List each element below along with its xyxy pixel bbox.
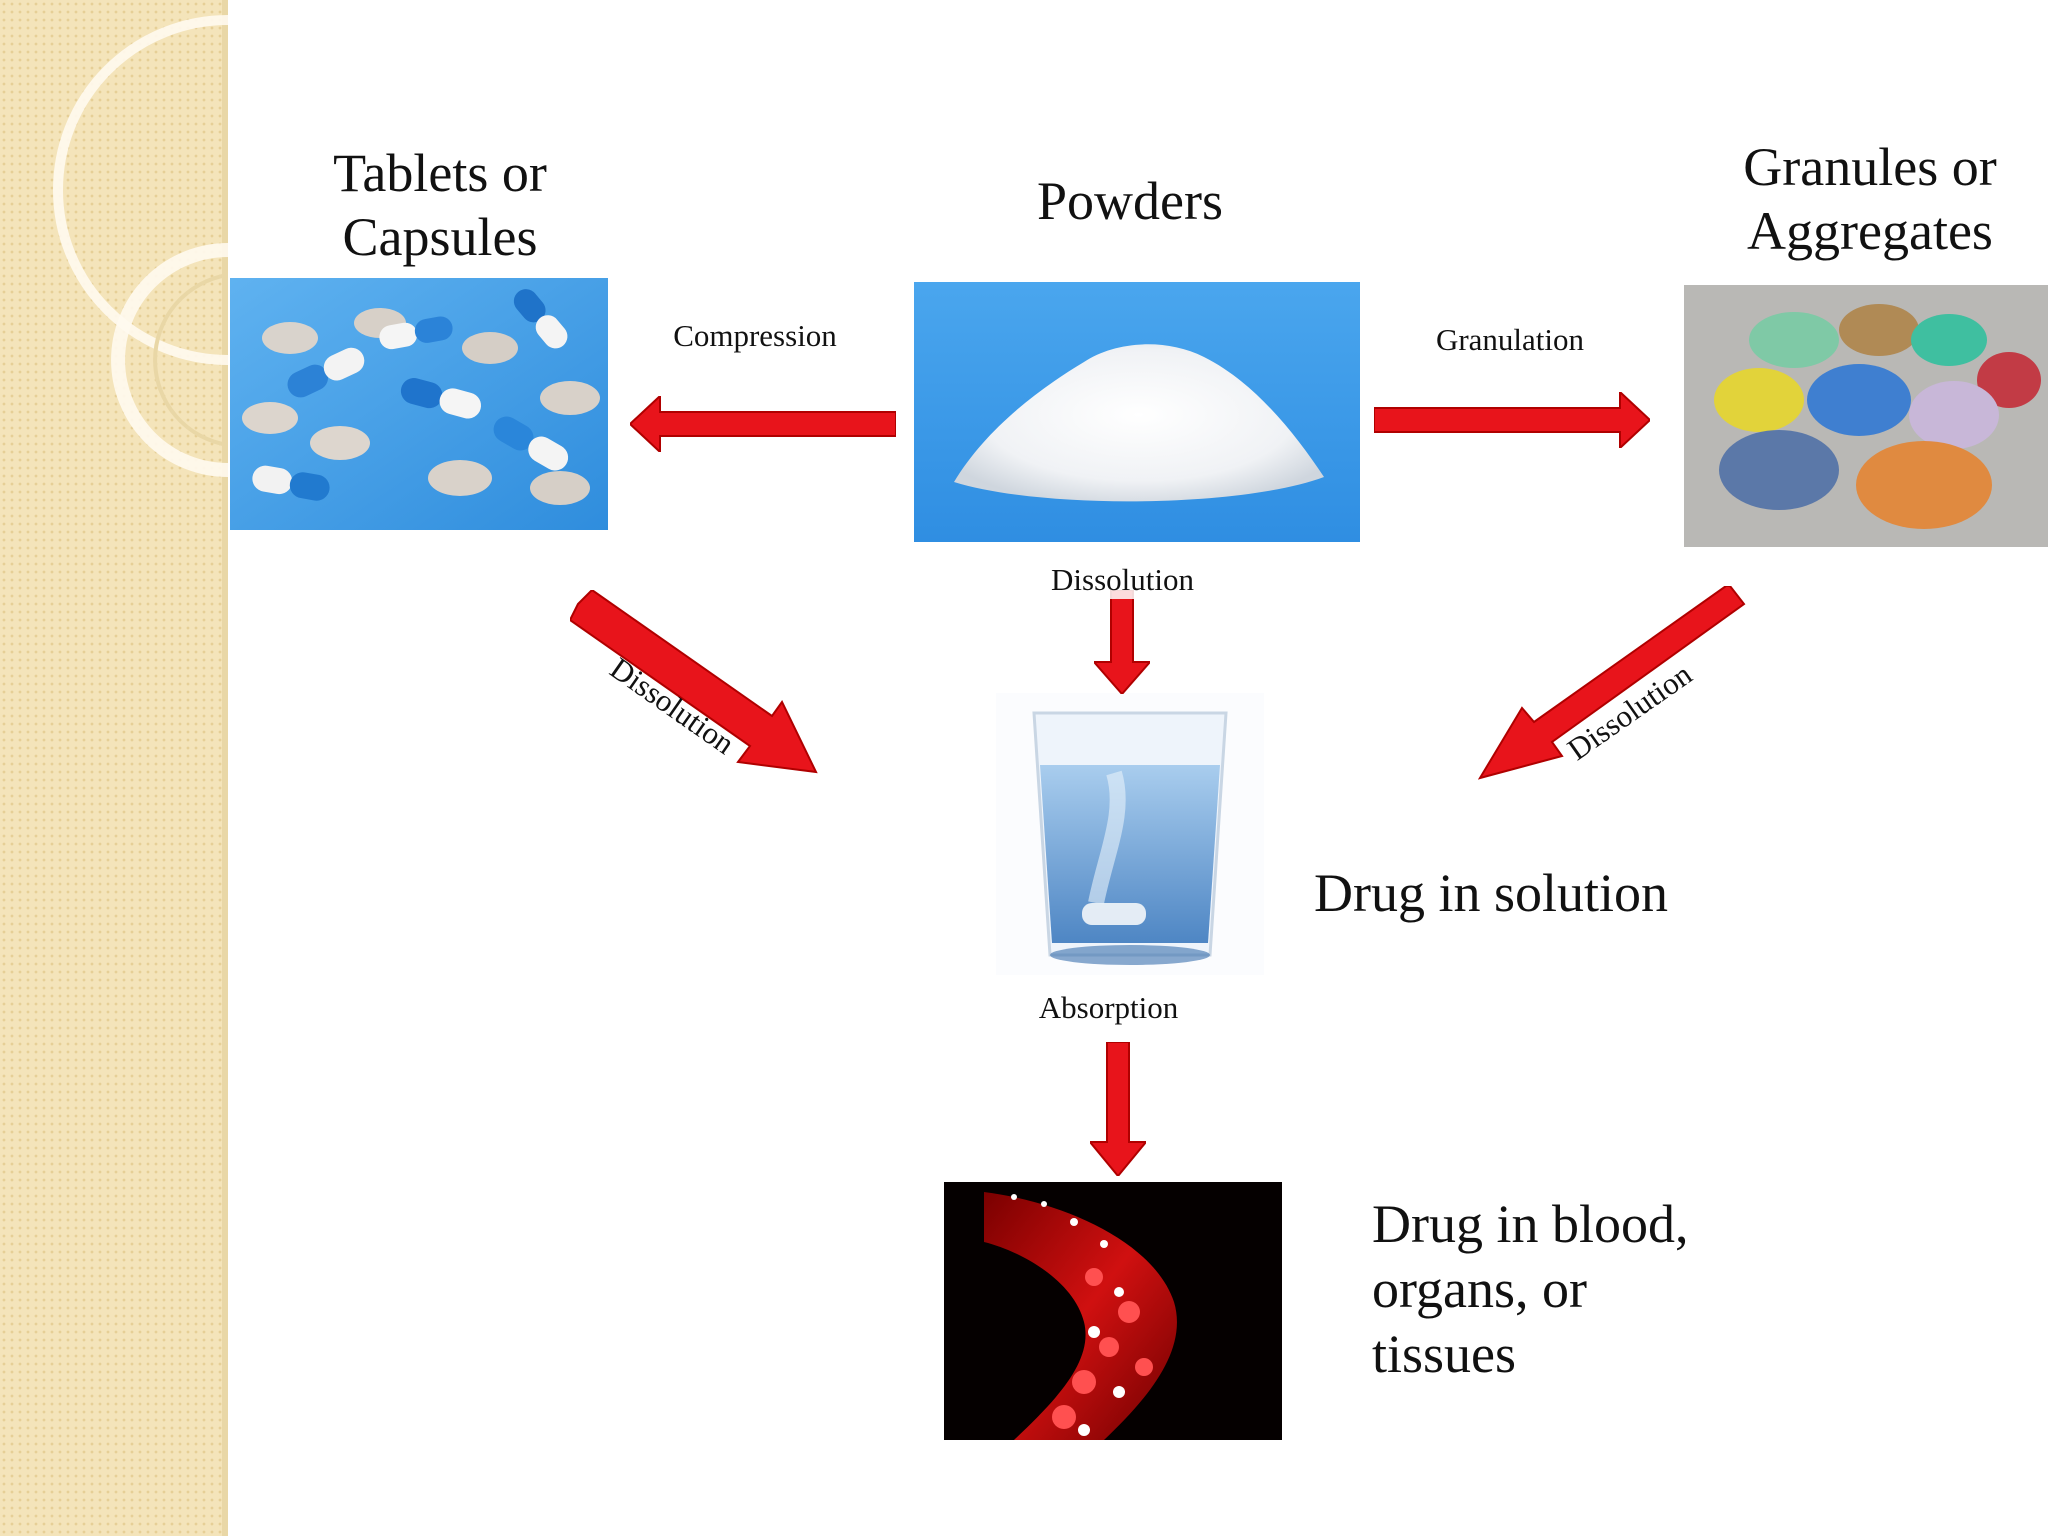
edge-label-compression: Compression: [673, 318, 837, 353]
edge-label-absorption: Absorption: [986, 990, 1231, 1027]
label-granules-line: Granules or Aggregates: [1743, 137, 1997, 261]
decorative-ring-2: [111, 243, 228, 477]
capsule-group: [252, 289, 569, 501]
water-fill: [1040, 765, 1220, 943]
decorative-ring-1: [53, 15, 228, 365]
edge-label-dissolution-center: Dissolution: [1000, 562, 1245, 599]
granules-aggregates-image: [1684, 285, 2048, 547]
arrow-dissolution-left: [570, 590, 818, 774]
decorative-side-panel: [0, 0, 228, 1536]
arrow-compression: [630, 396, 896, 452]
label-drug-in-blood-line: Drug in blood, organs, or tissues: [1372, 1194, 1689, 1384]
glass-of-water-image: [996, 693, 1264, 975]
blood-vessel-image: [944, 1182, 1282, 1440]
edge-label-granulation: Granulation: [1435, 322, 1585, 357]
tablet-group: [242, 308, 600, 505]
label-tablets-or-capsules: Tablets or Capsules: [300, 142, 580, 269]
label-drug-in-solution: Drug in solution: [1314, 863, 1669, 923]
label-powders: Powders: [1037, 171, 1223, 231]
label-tablets-line: Tablets or Capsules: [333, 143, 547, 267]
powder-pile: [954, 344, 1324, 502]
label-drug-in-blood: Drug in blood, organs, or tissues: [1372, 1192, 1689, 1386]
granule-piles: [1714, 304, 2041, 529]
blood-cells: [1052, 1268, 1153, 1429]
label-granules-or-aggregates: Granules or Aggregates: [1700, 136, 2040, 263]
blood-vessel: [984, 1192, 1177, 1440]
arrow-dissolution-center: [1094, 590, 1150, 694]
tablets-capsules-image: [230, 278, 608, 530]
arrow-absorption: [1090, 1042, 1146, 1176]
arrow-granulation: [1374, 392, 1650, 448]
arrow-dissolution-right: [1478, 586, 1746, 780]
powders-image: [914, 282, 1360, 542]
